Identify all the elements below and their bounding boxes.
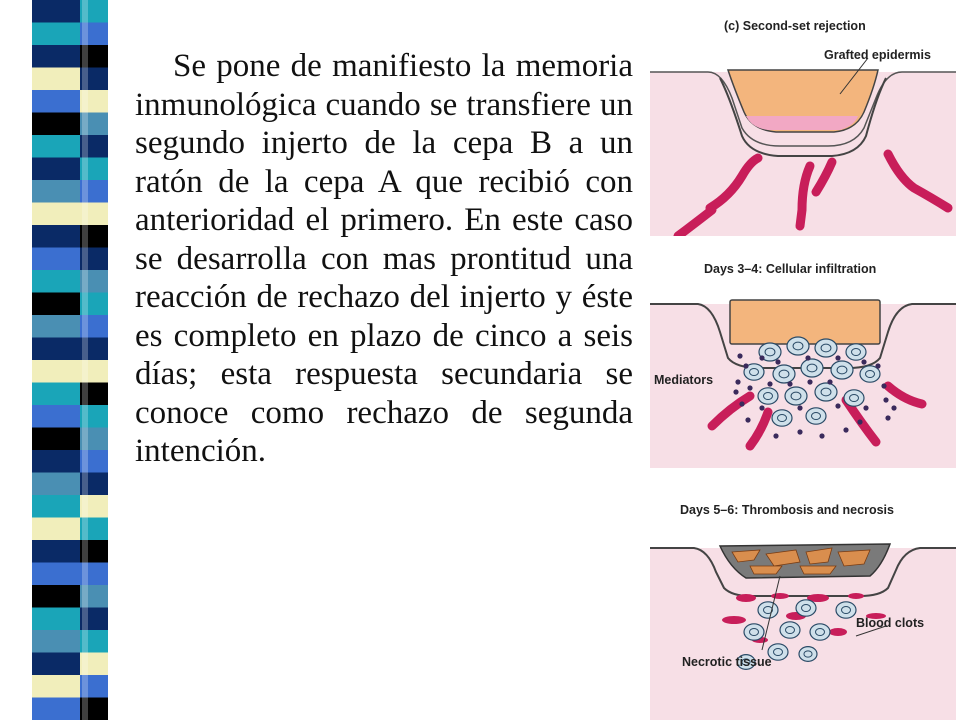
panel3-title: Days 5–6: Thrombosis and necrosis	[680, 503, 894, 517]
panel2-title: Days 3–4: Cellular infiltration	[704, 262, 877, 276]
decorative-left-stripe	[32, 0, 108, 720]
blood-clots-label: Blood clots	[856, 616, 925, 630]
mediators-label: Mediators	[654, 373, 714, 387]
panel2-illustration	[650, 299, 956, 468]
graft-block	[729, 299, 881, 345]
panel1-illustration	[650, 58, 956, 236]
body-paragraph: Se pone de manifiesto la memoria inmunol…	[135, 48, 633, 469]
panel3-illustration	[650, 543, 956, 720]
grafted-epidermis-label: Grafted epidermis	[824, 48, 931, 62]
blood-vessels	[673, 149, 953, 236]
infiltrating-cells	[736, 599, 857, 670]
panel1-title: (c) Second-set rejection	[724, 19, 866, 33]
infiltrating-cells	[743, 336, 881, 427]
mediator-dots	[733, 353, 897, 439]
necrotic-tissue-label: Necrotic tissue	[682, 655, 772, 669]
